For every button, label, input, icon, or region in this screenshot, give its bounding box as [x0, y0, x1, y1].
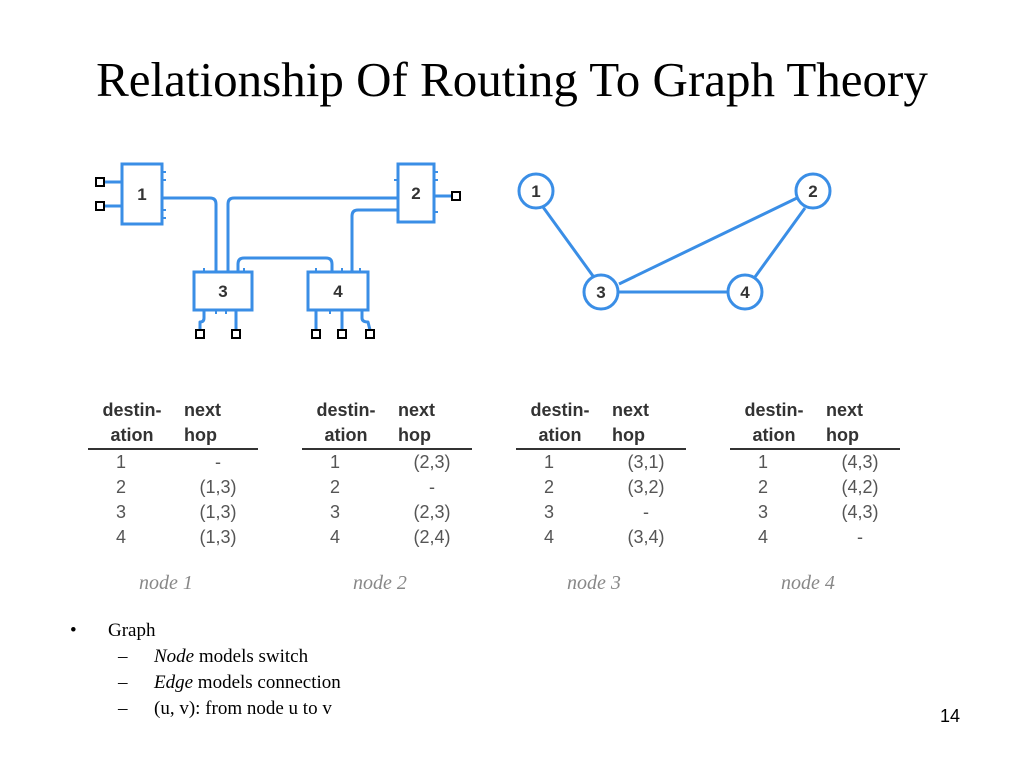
table-row: 2(3,2)	[543, 477, 665, 497]
edge-1-3	[541, 206, 595, 277]
table-row: 4(3,4)	[543, 527, 665, 547]
header-destination: destin- ation	[530, 400, 590, 445]
header-rule	[730, 448, 900, 450]
host	[311, 329, 321, 339]
switch-4-label: 4	[333, 282, 343, 301]
host	[231, 329, 241, 339]
graph-node-2	[794, 172, 832, 210]
bullet-list: • Graph – Node models switch – Edge mode…	[70, 620, 341, 724]
edge-4-2	[753, 207, 807, 278]
routing-table-node-4: destin- ation next hop 1(4,3) 2(4,2) 3(4…	[730, 394, 910, 550]
table-row: 1-	[115, 452, 221, 472]
table-caption-node-2: node 2	[353, 572, 407, 594]
header-next-hop: next hop	[184, 400, 222, 445]
switch-3-label: 3	[218, 282, 227, 301]
host-link	[360, 310, 372, 331]
bullet-text: Graph	[108, 620, 156, 641]
header-rule	[302, 448, 472, 450]
routing-table-node-2: destin- ation next hop 1(2,3) 2- 3(2,3) …	[302, 394, 482, 550]
sub-bullet-node: – Node models switch	[118, 646, 309, 667]
sub-bullet-edge: – Edge models connection	[118, 672, 341, 693]
link-1-3	[162, 196, 218, 272]
header-destination: destin- ation	[316, 400, 376, 445]
switch-2-label: 2	[411, 184, 420, 203]
page-number: 14	[940, 706, 961, 726]
table-row: 3-	[543, 502, 649, 522]
table-row: 3(1,3)	[115, 502, 237, 522]
table-row: 1(2,3)	[329, 452, 451, 472]
host	[451, 191, 461, 201]
link-1-2	[226, 196, 398, 272]
host	[95, 201, 105, 211]
header-destination: destin- ation	[102, 400, 162, 445]
host	[195, 329, 205, 339]
table-row: 1(4,3)	[757, 452, 879, 472]
table-row: 4(2,4)	[329, 527, 451, 547]
graph-node-4	[726, 273, 764, 311]
graph-diagram: 1 2 3 4	[517, 172, 832, 311]
header-next-hop: next hop	[826, 400, 864, 445]
switch-network-diagram: 1 2 3 4	[95, 162, 461, 339]
routing-table-node-1: destin- ation next hop 1- 2(1,3) 3(1,3) …	[88, 394, 268, 550]
table-row: 2(1,3)	[115, 477, 237, 497]
table-caption-node-4: node 4	[781, 572, 835, 594]
graph-node-1	[517, 172, 555, 210]
host	[95, 177, 105, 187]
bullet-graph: • Graph	[70, 620, 155, 646]
routing-table-node-3: destin- ation next hop 1(3,1) 2(3,2) 3- …	[516, 394, 696, 550]
table-row: 4(1,3)	[115, 527, 237, 547]
header-next-hop: next hop	[398, 400, 436, 445]
switch-1-label: 1	[137, 185, 146, 204]
link-2-4	[350, 208, 398, 272]
graph-node-3	[582, 273, 620, 311]
host	[337, 329, 347, 339]
network-graph-diagrams: 1 2 3 4 1 2 3 4	[95, 162, 832, 339]
table-row: 2(4,2)	[757, 477, 879, 497]
switch-1	[120, 162, 164, 226]
host-link	[198, 310, 206, 330]
host	[365, 329, 375, 339]
header-destination: destin- ation	[744, 400, 804, 445]
graph-node-3-label: 3	[596, 283, 605, 302]
header-next-hop: next hop	[612, 400, 650, 445]
bullet-marker: •	[70, 620, 77, 641]
graph-node-4-label: 4	[740, 283, 750, 302]
edge-3-2	[618, 196, 798, 286]
switch-3	[192, 270, 254, 312]
graph-node-1-label: 1	[531, 182, 540, 201]
sub-bullet-uv: – (u, v): from node u to v	[118, 698, 332, 719]
slide-title: Relationship Of Routing To Graph Theory	[96, 52, 928, 107]
table-row: 3(4,3)	[757, 502, 879, 522]
header-rule	[88, 448, 258, 450]
table-caption-node-1: node 1	[139, 572, 193, 594]
table-row: 1(3,1)	[543, 452, 665, 472]
link-3-4	[236, 256, 334, 272]
table-row: 3(2,3)	[329, 502, 451, 522]
table-row: 2-	[329, 477, 435, 497]
header-rule	[516, 448, 686, 450]
switch-4	[306, 270, 370, 312]
graph-node-2-label: 2	[808, 182, 817, 201]
table-caption-node-3: node 3	[567, 572, 621, 594]
switch-2	[396, 162, 436, 224]
table-row: 4-	[757, 527, 863, 547]
